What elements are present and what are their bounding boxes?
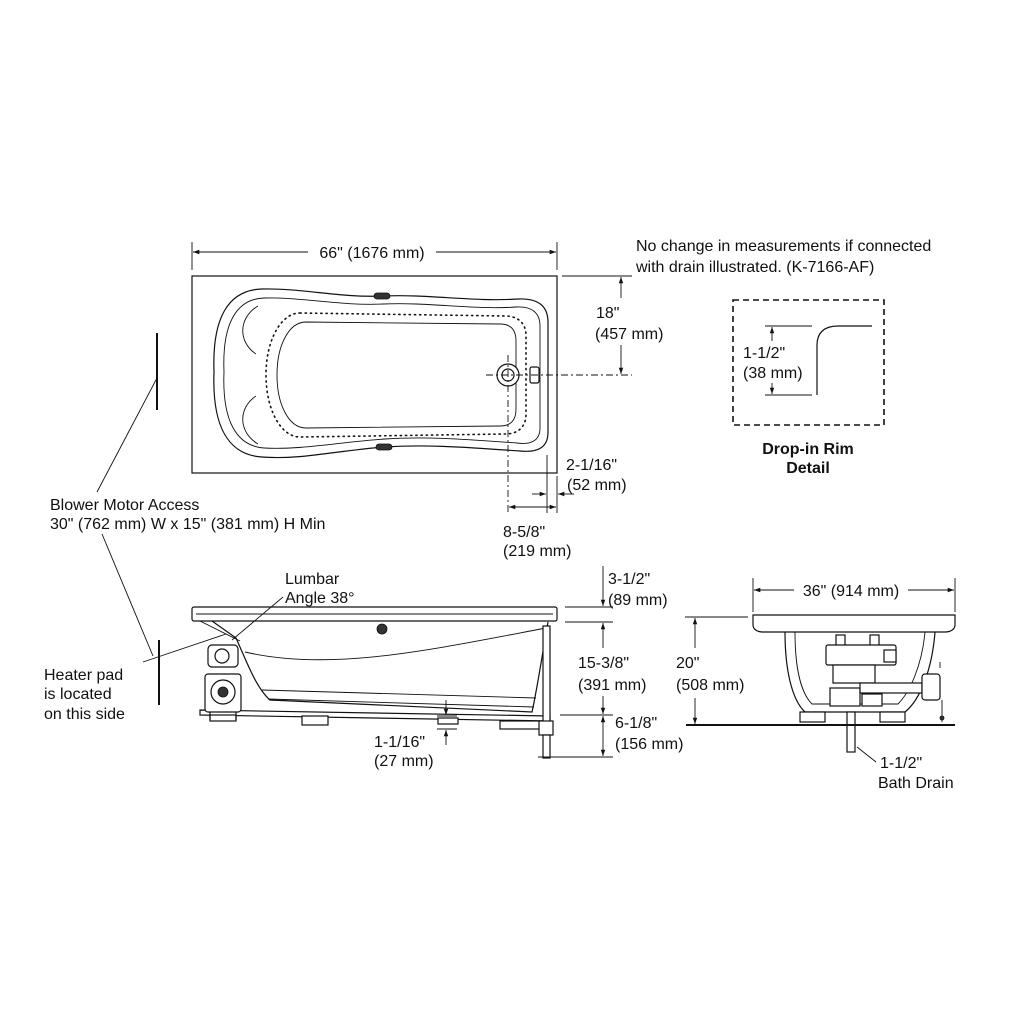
height-imperial: 20" (676, 655, 699, 672)
rim-profile (816, 325, 872, 395)
drain-end-metric: (219 mm) (503, 543, 571, 560)
drain-end-imperial: 8-5/8" (503, 524, 545, 541)
note-line-2: with drain illustrated. (K-7166-AF) (635, 259, 874, 276)
side-base-frame (199, 709, 551, 722)
pump-wire-end (939, 715, 945, 721)
jet-bottom (375, 443, 393, 451)
pump-pipe (859, 682, 923, 694)
detail-title-1: Drop-in Rim (762, 441, 854, 458)
rim-deck-imperial: 3-1/2" (608, 571, 650, 588)
foot-1 (209, 714, 237, 722)
rim-height-imperial: 1-1/2" (743, 345, 785, 362)
width-label: 36" (914 mm) (803, 583, 899, 600)
pump-housing (832, 664, 876, 684)
water-depth-metric: (391 mm) (578, 677, 646, 694)
drain-note: No change in measurements if connected w… (635, 238, 931, 276)
overflow-imperial: 2-1/16" (566, 457, 617, 474)
drain-name: Bath Drain (878, 775, 954, 792)
base-floor-imperial: 6-1/8" (615, 715, 657, 732)
pump-motor (921, 673, 941, 701)
side-floor-ridge-2 (267, 698, 535, 708)
pump-side-port (883, 649, 897, 663)
lumbar-leader (231, 596, 284, 641)
access-leader-top (96, 377, 158, 493)
jet-top (373, 292, 391, 300)
drain-side-imperial: 18" (596, 305, 619, 322)
side-rim (191, 606, 558, 622)
lumbar-line (199, 620, 241, 642)
side-view: Lumbar Angle 38° 3-1/2" (89 mm) 15-3/8" … (191, 566, 683, 770)
rim-deck-metric: (89 mm) (608, 592, 668, 609)
rim-detail: 1-1/2" (38 mm) Drop-in Rim Detail (732, 299, 885, 477)
access-callouts: Blower Motor Access 30" (762 mm) W x 15"… (44, 333, 325, 723)
lumbar-line-2: Angle 38° (285, 590, 355, 607)
side-jet (376, 623, 388, 635)
pump-knob-2 (869, 634, 880, 647)
base-floor-metric: (156 mm) (615, 736, 683, 753)
side-floor-ridge-1 (261, 689, 537, 699)
basin-outer-edge (213, 288, 549, 459)
side-drain-fitting (538, 720, 554, 736)
water-depth-imperial: 15-3/8" (578, 655, 629, 672)
drain-elbow (499, 720, 545, 730)
foot-height-metric: (27 mm) (374, 753, 434, 770)
blower-fan (210, 679, 236, 705)
end-view: 36" (914 mm) 20" (508 mm) 1-1/2 (676, 578, 956, 792)
tub-deck-outline (191, 275, 558, 474)
foot-3 (437, 717, 459, 725)
pump-box (829, 687, 861, 707)
blower-hub (217, 686, 229, 698)
note-line-1: No change in measurements if connected (636, 238, 931, 255)
side-tub-wall (211, 620, 549, 713)
side-seat-curve (244, 627, 547, 661)
end-rim (752, 614, 956, 633)
heater-pad-line-1: Heater pad (44, 667, 123, 684)
end-drain-pipe (846, 711, 856, 753)
blower-access-line-1: Blower Motor Access (50, 497, 199, 514)
heater-pad-line-3: on this side (44, 706, 125, 723)
detail-frame (732, 299, 885, 426)
top-view: 66" (1676 mm) 18" (457 mm) 2-1/16" (52 m… (191, 242, 663, 560)
pump-fitting (861, 693, 883, 707)
lumbar-line-1: Lumbar (285, 571, 340, 588)
blower-access-line-2: 30" (762 mm) W x 15" (381 mm) H Min (50, 516, 325, 533)
access-leader-side (101, 533, 154, 657)
basin-floor (276, 321, 517, 429)
blower-motor (204, 644, 242, 720)
foot-2 (301, 715, 329, 726)
air-jet-ring (265, 312, 527, 438)
end-foot-left (799, 711, 826, 723)
end-foot-right (879, 711, 906, 723)
basin-inner-edge (223, 297, 541, 449)
side-drain-tail (542, 734, 551, 759)
height-metric: (508 mm) (676, 677, 744, 694)
heater-pad-line-2: is located (44, 686, 112, 703)
drain-side-metric: (457 mm) (595, 326, 663, 343)
blower-legs (209, 712, 237, 720)
length-label: 66" (1676 mm) (319, 245, 424, 262)
rim-height-metric: (38 mm) (743, 365, 803, 382)
drain-leader (856, 746, 877, 763)
side-drain-pipe (542, 625, 551, 723)
blower-upper (207, 644, 239, 668)
heater-leader (142, 633, 227, 663)
blower-upper-port (214, 648, 230, 664)
pump-assembly (825, 634, 945, 722)
drain-size: 1-1/2" (880, 755, 922, 772)
pump-knob-1 (835, 634, 846, 647)
overflow-metric: (52 mm) (567, 477, 627, 494)
headrest-lobes (242, 305, 259, 445)
detail-title-2: Detail (786, 460, 830, 477)
foot-height-imperial: 1-1/16" (374, 734, 425, 751)
